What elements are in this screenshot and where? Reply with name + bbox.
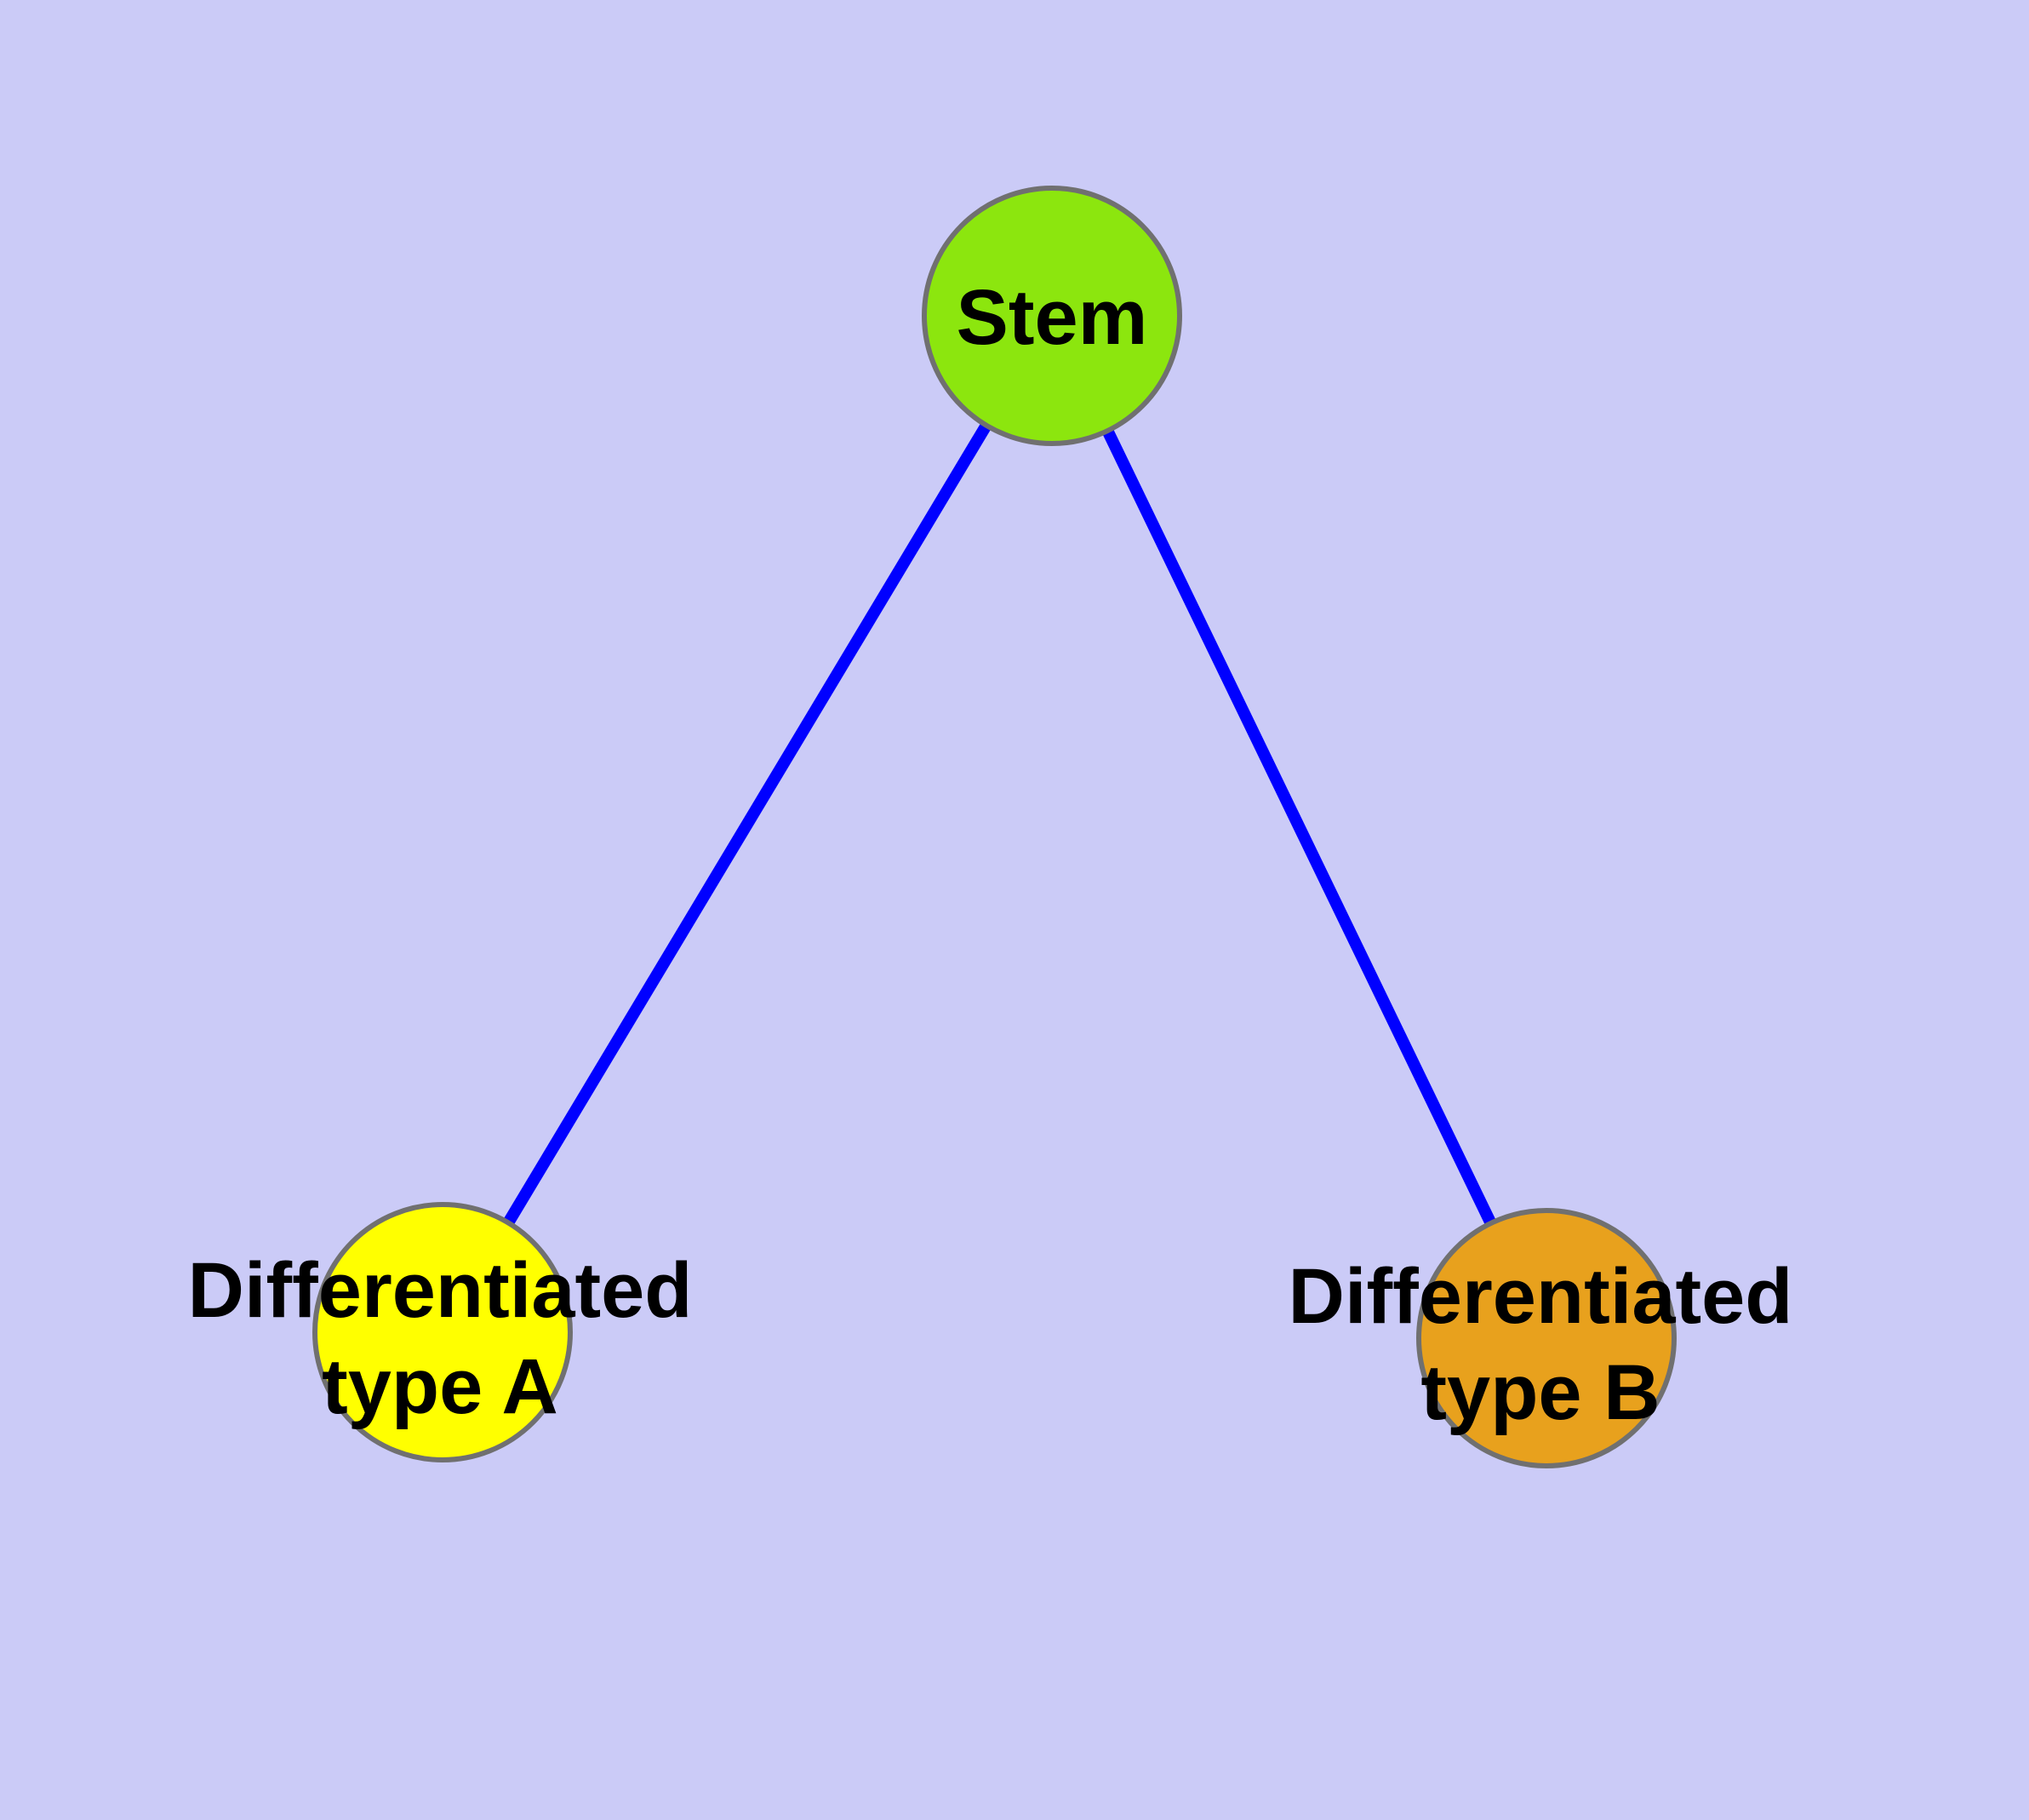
node-type-b-label-line2: type B [1420, 1349, 1660, 1436]
node-stem [922, 186, 1182, 446]
edge-stem-to-type-a [437, 312, 1058, 1336]
edge-stem-to-type-b [1046, 312, 1552, 1342]
node-stem-label: Stem [957, 274, 1148, 361]
node-differentiated-type-a [312, 1202, 573, 1462]
node-differentiated-type-b [1416, 1208, 1677, 1468]
node-type-b-label-line1: Differentiated [1289, 1253, 1793, 1340]
node-type-a-label-line1: Differentiated [188, 1247, 693, 1334]
node-type-a-label-line2: type A [322, 1343, 558, 1430]
